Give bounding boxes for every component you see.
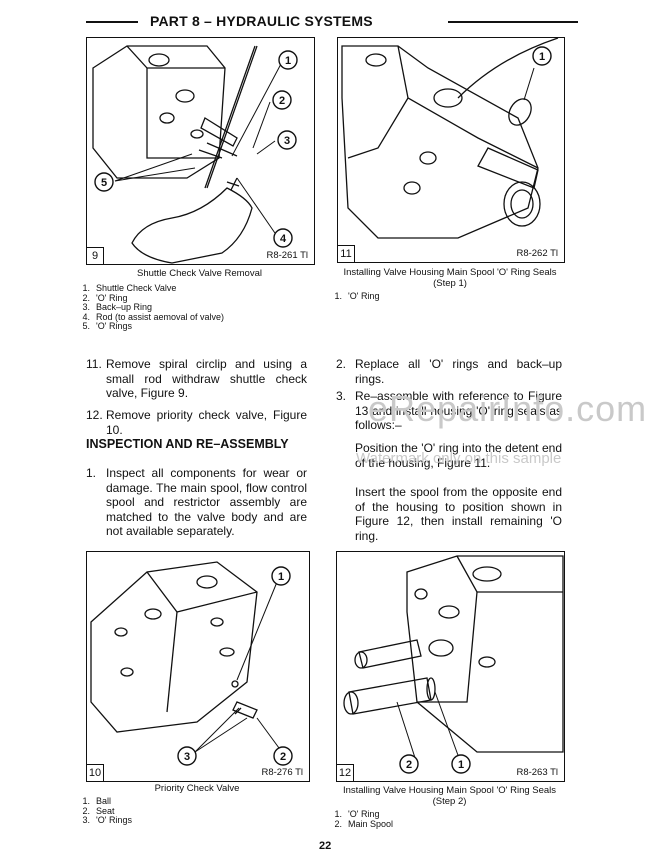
legend-item: 2.Main Spool <box>334 818 394 829</box>
figure-12-number: 12 <box>337 764 354 781</box>
legend-item: 3.Back–up Ring <box>82 302 153 313</box>
header-rule-right <box>448 21 578 23</box>
figure-12-ref: R8-263 Tl <box>516 767 558 778</box>
figure-11: 1 11 R8-262 Tl <box>337 37 565 263</box>
legend-item: 1.Shuttle Check Valve <box>82 283 177 293</box>
figure-9-ref: R8-261 Tl <box>266 250 308 261</box>
step-3: 3. Re–assemble with reference to Figure … <box>336 389 562 432</box>
figure-9-illustration: 1 2 3 4 5 <box>92 45 298 264</box>
step-3-substep-2: Insert the spool from the opposite end o… <box>355 485 562 543</box>
legend-item: 5.'O' Rings <box>82 321 132 332</box>
figure-12-illustration: 2 1 <box>343 555 564 774</box>
fig10-callout-3: 3 <box>184 751 190 763</box>
figure-10-ref: R8-276 Tl <box>261 767 303 778</box>
fig11-callout-1: 1 <box>539 51 545 63</box>
figure-12: 2 1 12 R8-263 Tl <box>336 551 565 782</box>
header-rule-left <box>86 21 138 23</box>
page-title: PART 8 – HYDRAULIC SYSTEMS <box>150 13 373 29</box>
figure-10-number: 10 <box>87 764 104 781</box>
figure-9: 1 2 3 4 5 9 R8-261 Tl <box>86 37 315 265</box>
fig9-callout-5: 5 <box>101 177 107 189</box>
legend-item: 1.'O' Ring <box>334 291 380 301</box>
figure-11-number: 11 <box>338 245 355 262</box>
figure-11-legend: 1.'O' Ring <box>322 291 380 302</box>
step-12: 12. Remove priority check valve, Figure … <box>86 408 307 437</box>
fig9-callout-2: 2 <box>279 95 285 107</box>
figure-10-legend: 1.Ball 2.Seat 3.'O' Rings <box>70 796 132 826</box>
step-3-substep-1: Position the 'O' ring into the detent en… <box>355 441 562 470</box>
page-header: PART 8 – HYDRAULIC SYSTEMS <box>86 10 578 32</box>
fig12-callout-1: 1 <box>458 759 464 771</box>
figure-9-legend: 1.Shuttle Check Valve 2.'O' Ring 3.Back–… <box>70 283 225 332</box>
legend-item: 4.Rod (to assist aemoval of valve) <box>82 311 225 322</box>
figure-10: 1 2 3 10 R8-276 Tl <box>86 551 310 782</box>
figure-10-caption: Priority Check Valve <box>154 783 240 794</box>
figure-11-illustration: 1 <box>341 38 559 239</box>
legend-item: 1.Ball <box>82 796 112 806</box>
figure-10-illustration: 1 2 3 <box>90 561 293 766</box>
step-11: 11. Remove spiral circlip and using a sm… <box>86 357 307 400</box>
figure-11-caption: Installing Valve Housing Main Spool 'O' … <box>343 267 557 289</box>
step-2: 2. Replace all 'O' rings and back–up rin… <box>336 357 562 386</box>
fig9-callout-3: 3 <box>284 135 290 147</box>
figure-11-ref: R8-262 Tl <box>516 248 558 259</box>
figure-12-caption: Installing Valve Housing Main Spool 'O' … <box>342 785 557 807</box>
fig10-callout-1: 1 <box>278 571 284 583</box>
fig9-callout-1: 1 <box>285 55 291 67</box>
legend-item: 3.'O' Rings <box>82 815 132 826</box>
section-heading: INSPECTION AND RE–ASSEMBLY <box>86 437 289 451</box>
figure-9-number: 9 <box>87 247 104 264</box>
page-number: 22 <box>319 840 332 852</box>
legend-item: 2.Seat <box>82 805 115 816</box>
fig9-callout-4: 4 <box>280 233 287 245</box>
figure-12-legend: 1.'O' Ring 2.Main Spool <box>322 809 394 829</box>
legend-item: 1.'O' Ring <box>334 809 380 819</box>
fig12-callout-2: 2 <box>406 759 412 771</box>
legend-item: 2.'O' Ring <box>82 292 128 303</box>
figure-9-caption: Shuttle Check Valve Removal <box>137 268 262 279</box>
fig10-callout-2: 2 <box>280 751 286 763</box>
step-1: 1. Inspect all components for wear or da… <box>86 466 307 538</box>
